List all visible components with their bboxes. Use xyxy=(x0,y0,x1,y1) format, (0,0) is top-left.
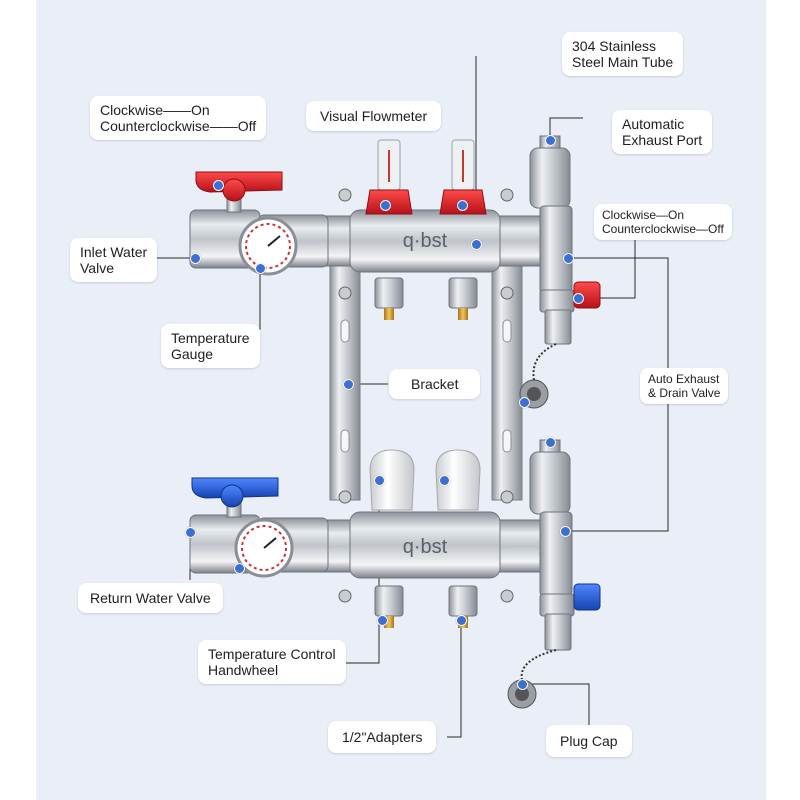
callout-plug-cap: Plug Cap xyxy=(546,725,632,757)
callout-inlet-water-valve-line-1: Inlet Water xyxy=(80,244,148,260)
callout-inlet-water-valve-line-2: Valve xyxy=(80,260,114,276)
marker-dot-flowmeter-2 xyxy=(457,200,468,211)
top-exhaust-drain-assembly xyxy=(519,135,601,409)
callout-main-tube-line-2: Steel Main Tube xyxy=(572,54,674,70)
callout-inlet-switch-line-2: Counterclockwise——Off xyxy=(100,118,257,134)
callout-auto-exhaust-port: Automatic Exhaust Port xyxy=(612,110,713,154)
callout-temperature-gauge: Temperature Gauge xyxy=(161,324,260,368)
callout-inlet-water-valve: Inlet Water Valve xyxy=(70,238,158,282)
marker-dot-exhaust-port-bottom xyxy=(545,437,556,448)
callout-drain-switch-line-2: Counterclockwise—Off xyxy=(602,222,724,236)
marker-dot-exhaust-port-top xyxy=(545,135,556,146)
marker-dot-bracket xyxy=(343,379,354,390)
marker-dot-inlet-valve xyxy=(190,253,201,264)
marker-dot-handwheel-2 xyxy=(439,475,450,486)
marker-dot-plug-cap-bottom xyxy=(517,679,528,690)
callout-inlet-switch: Clockwise——On Counterclockwise——Off xyxy=(90,96,267,140)
callout-adapters: 1/2"Adapters xyxy=(328,721,437,753)
callout-adapters-text: 1/2"Adapters xyxy=(342,729,423,745)
marker-dot-main-tube xyxy=(471,239,482,250)
bottom-exhaust-drain-assembly xyxy=(507,439,601,709)
marker-dot-plug-cap-top xyxy=(519,397,530,408)
marker-dot-drain-switch xyxy=(573,293,584,304)
bracket xyxy=(329,188,523,603)
marker-dot-flowmeter-1 xyxy=(380,200,391,211)
callout-auto-exhaust-port-line-2: Exhaust Port xyxy=(622,132,703,148)
return-valve-assembly xyxy=(189,477,329,578)
callout-temp-control-handwheel-line-2: Handwheel xyxy=(208,662,279,678)
callout-visual-flowmeter: Visual Flowmeter xyxy=(306,101,442,131)
marker-dot-handwheel-1 xyxy=(374,475,385,486)
callout-bracket: Bracket xyxy=(389,369,481,399)
callout-visual-flowmeter-text: Visual Flowmeter xyxy=(320,108,428,124)
marker-dot-temperature-gauge-top xyxy=(255,263,266,274)
marker-dot-temperature-gauge-bottom xyxy=(234,563,245,574)
marker-dot-return-valve xyxy=(185,527,196,538)
marker-dot-auto-exhaust-top xyxy=(563,253,574,264)
inlet-valve-assembly xyxy=(189,171,329,276)
callout-auto-exhaust-drain-line-2: & Drain Valve xyxy=(648,386,721,400)
callout-bracket-text: Bracket xyxy=(411,376,459,392)
callout-temp-control-handwheel-line-1: Temperature Control xyxy=(208,646,336,662)
callout-drain-switch-line-1: Clockwise—On xyxy=(602,208,685,222)
callout-inlet-switch-line-1: Clockwise——On xyxy=(100,102,210,118)
marker-dot-inlet-switch xyxy=(213,180,224,191)
callout-return-water-valve-text: Return Water Valve xyxy=(90,590,211,606)
callout-plug-cap-text: Plug Cap xyxy=(560,733,618,749)
callout-return-water-valve: Return Water Valve xyxy=(78,583,223,613)
callout-auto-exhaust-drain-line-1: Auto Exhaust xyxy=(648,372,720,386)
brand-mark-top: q·bst xyxy=(403,230,448,252)
callout-temperature-gauge-line-1: Temperature xyxy=(171,330,250,346)
brand-mark-bottom: q·bst xyxy=(403,536,448,558)
callout-temperature-gauge-line-2: Gauge xyxy=(171,346,214,362)
callout-drain-switch: Clockwise—On Counterclockwise—Off xyxy=(594,204,732,240)
callout-main-tube-line-1: 304 Stainless xyxy=(572,38,657,54)
marker-dot-adapter-2 xyxy=(456,615,467,626)
marker-dot-auto-exhaust-bottom xyxy=(560,526,571,537)
supply-manifold: q·bst xyxy=(299,139,553,320)
callout-auto-exhaust-drain: Auto Exhaust & Drain Valve xyxy=(640,368,729,404)
callout-main-tube: 304 Stainless Steel Main Tube xyxy=(562,32,684,76)
marker-dot-adapter-1 xyxy=(377,615,388,626)
callout-auto-exhaust-port-line-1: Automatic xyxy=(622,116,685,132)
callout-temp-control-handwheel: Temperature Control Handwheel xyxy=(198,640,346,684)
